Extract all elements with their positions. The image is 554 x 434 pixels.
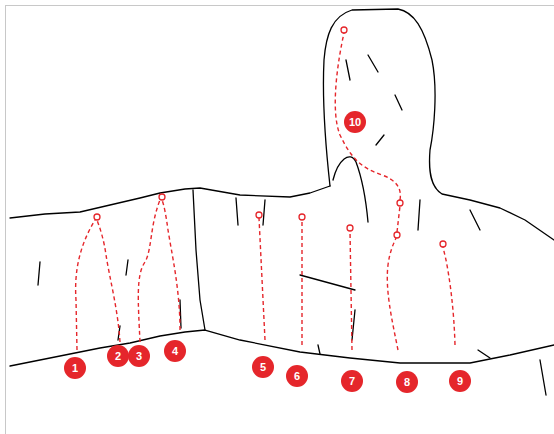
- callout-number: 1: [64, 357, 86, 379]
- callout-number: 9: [449, 370, 471, 392]
- anchor-point: [94, 27, 446, 247]
- callout-number: 8: [396, 371, 418, 393]
- route-line: [76, 33, 455, 350]
- callout-number: 5: [252, 356, 274, 378]
- frame: [6, 6, 554, 434]
- callout-number: 6: [286, 365, 308, 387]
- callout-number: 3: [128, 345, 150, 367]
- callout-number: 7: [341, 370, 363, 392]
- callout-number: 4: [164, 340, 186, 362]
- rock-outline: [10, 9, 554, 395]
- callout-number: 2: [107, 345, 129, 367]
- callout-number: 10: [344, 111, 366, 133]
